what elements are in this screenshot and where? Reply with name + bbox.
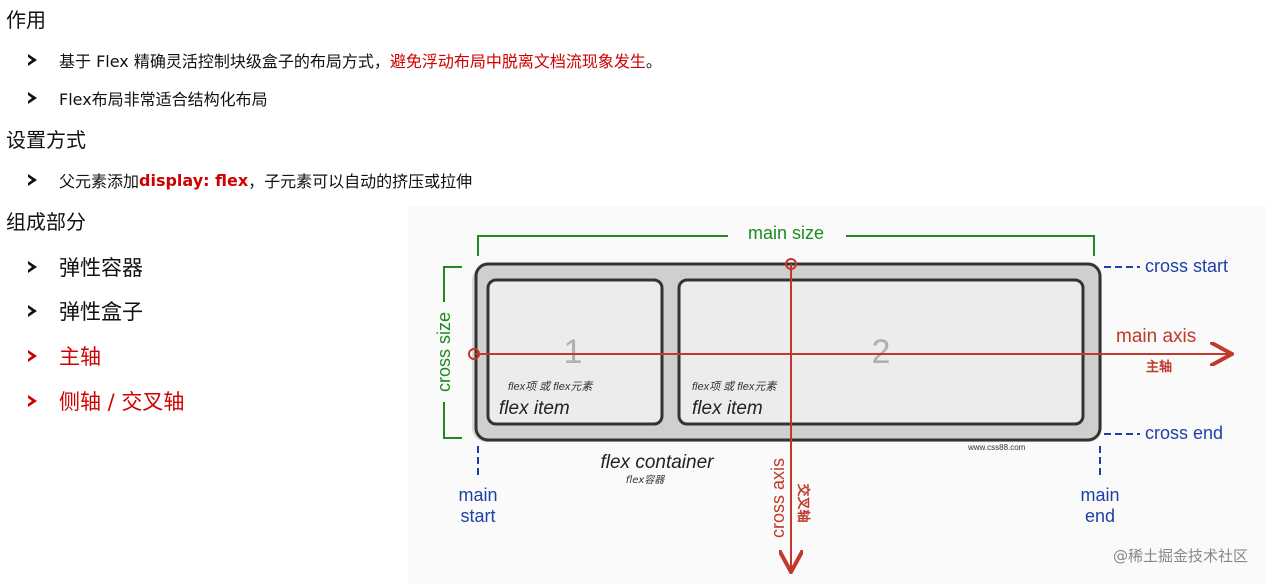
item-2-caption-cn: flex项 或 flex元素 <box>692 380 778 393</box>
list-item: 弹性容器 <box>28 252 143 282</box>
list-item: 主轴 <box>28 341 101 371</box>
list-item: 父元素添加 display: flex，子元素可以自动的挤压或拉伸 <box>28 168 472 192</box>
list-item-text: 主轴 <box>59 345 101 369</box>
section-title-parts: 组成部分 <box>6 210 86 234</box>
bullet-arrow-icon <box>28 305 37 317</box>
cross-start-label: cross start <box>1145 256 1228 276</box>
flex-item-1-box <box>486 278 664 426</box>
bullet-arrow-icon <box>28 174 37 186</box>
site-url: www.css88.com <box>967 443 1026 452</box>
list-item: 弹性盒子 <box>28 296 143 326</box>
cross-size-label: cross size <box>434 312 454 392</box>
flex-diagram-svg: 1 2 flex项 或 flex元素 flex item flex项 或 fle… <box>434 223 1266 584</box>
main-size-bracket-left <box>477 235 728 256</box>
cross-axis-label-cn: 交叉轴 <box>795 483 811 522</box>
section-title-role: 作用 <box>6 8 46 32</box>
flex-diagram: 1 2 flex项 或 flex元素 flex item flex项 或 fle… <box>408 206 1266 584</box>
main-start-label-1: main <box>458 485 497 505</box>
list-item: 侧轴 / 交叉轴 <box>28 386 184 416</box>
main-axis-origin <box>468 348 480 360</box>
main-size-label: main size <box>748 223 824 243</box>
main-axis-label: main axis <box>1116 326 1196 347</box>
cross-size-bracket-bottom <box>443 402 462 439</box>
cross-end-label: cross end <box>1145 423 1223 443</box>
list-item-text: 弹性盒子 <box>59 300 143 324</box>
container-label: flex container <box>600 452 714 473</box>
flex-item-2-box <box>677 278 1085 426</box>
list-item-text-post: ，子元素可以自动的挤压或拉伸 <box>248 172 473 191</box>
bullet-arrow-icon <box>28 92 37 104</box>
section-title-setup: 设置方式 <box>6 128 86 152</box>
list-item: Flex布局非常适合结构化布局 <box>28 86 268 110</box>
list-item-end: 。 <box>645 52 662 71</box>
cross-axis-origin <box>785 258 797 270</box>
cross-axis-label: cross axis <box>768 458 788 538</box>
bullet-arrow-icon <box>28 54 37 66</box>
container-label-cn: flex容器 <box>626 474 666 486</box>
main-end-label-1: main <box>1080 485 1119 505</box>
list-item-text: Flex布局非常适合结构化布局 <box>59 90 268 109</box>
main-axis-label-cn: 主轴 <box>1146 359 1172 375</box>
bullet-arrow-icon <box>28 261 37 273</box>
bullet-arrow-icon <box>28 395 37 407</box>
list-item-text: 弹性容器 <box>59 256 143 280</box>
item-2-caption: flex item <box>692 398 763 419</box>
list-item-highlight: 避免浮动布局中脱离文档流现象发生 <box>389 52 646 71</box>
main-end-label-2: end <box>1085 506 1115 526</box>
main-size-bracket-right <box>846 235 1095 256</box>
item-2-number: 2 <box>872 333 891 371</box>
item-1-caption: flex item <box>499 398 570 419</box>
list-item-text: 父元素添加 <box>59 172 140 191</box>
main-start-label-2: start <box>460 506 495 526</box>
cross-size-bracket-top <box>443 266 462 302</box>
item-1-caption-cn: flex项 或 flex元素 <box>508 380 594 393</box>
code-display-flex: display: flex <box>139 170 249 190</box>
watermark: @稀土掘金技术社区 <box>1112 547 1248 565</box>
list-item-text: 基于 Flex 精确灵活控制块级盒子的布局方式， <box>59 52 390 71</box>
item-1-number: 1 <box>564 333 583 371</box>
bullet-arrow-icon <box>28 350 37 362</box>
list-item: 基于 Flex 精确灵活控制块级盒子的布局方式，避免浮动布局中脱离文档流现象发生… <box>28 48 662 72</box>
list-item-text: 侧轴 / 交叉轴 <box>59 390 185 414</box>
